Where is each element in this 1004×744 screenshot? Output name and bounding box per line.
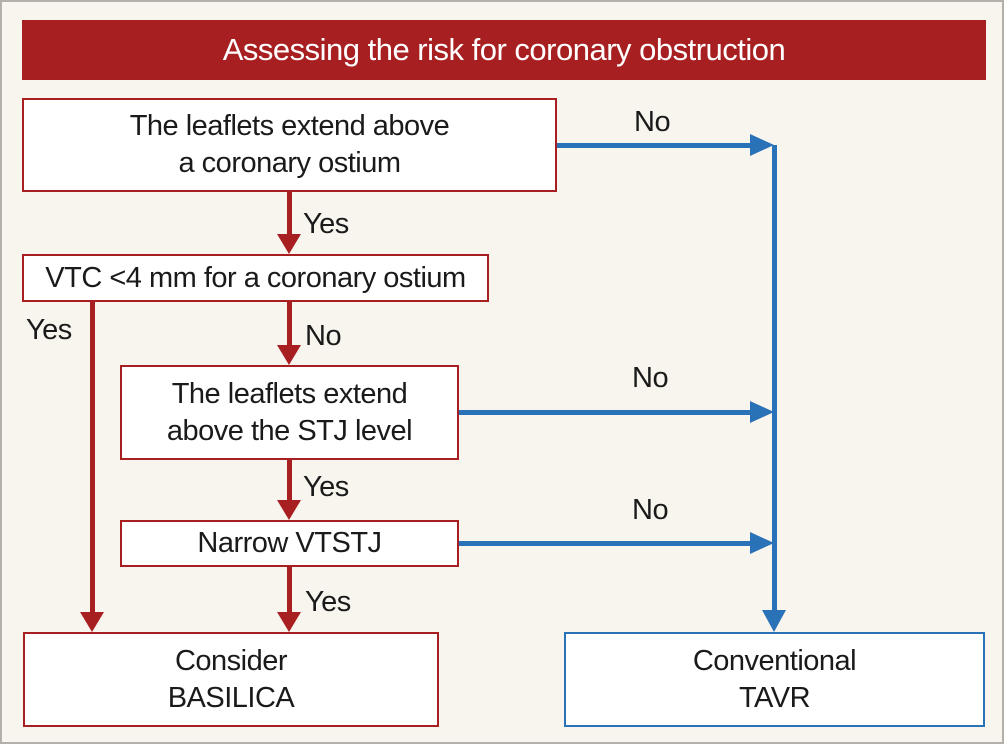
edge-q2-yes-label: Yes <box>26 314 72 346</box>
edge-q4-yes-label: Yes <box>305 586 351 618</box>
edge-q2-yes-arrowhead-down-icon <box>80 612 104 632</box>
node-leaflets-above-stj-label: The leaflets extend above the STJ level <box>166 377 413 447</box>
edge-trunk-to-tavr-arrowhead-down-icon <box>762 610 786 632</box>
edge-q2-no-label: No <box>305 320 342 352</box>
title-bar: Assessing the risk for coronary obstruct… <box>22 20 986 80</box>
edge-q1-no-label: No <box>634 106 671 138</box>
node-vtc-less-4mm-label: VTC <4 mm for a coronary ostium <box>45 261 466 294</box>
node-conventional-tavr: Conventional TAVR <box>564 632 985 727</box>
node-leaflets-above-stj: The leaflets extend above the STJ level <box>120 365 459 460</box>
edge-q1-yes-label: Yes <box>303 208 349 240</box>
edge-q1-no-arrowhead-right-icon <box>750 134 774 156</box>
page-title: Assessing the risk for coronary obstruct… <box>222 32 786 67</box>
edge-trunk-to-tavr-line <box>772 145 777 610</box>
edge-q1-yes-line <box>287 192 292 234</box>
edge-q4-yes-line <box>287 567 292 612</box>
edge-q3-no-label: No <box>632 362 669 394</box>
node-narrow-vtstj: Narrow VTSTJ <box>120 520 459 567</box>
edge-q2-yes-line <box>90 302 95 612</box>
edge-q2-no-line <box>287 302 292 345</box>
edge-q4-yes-arrowhead-down-icon <box>277 612 301 632</box>
edge-q3-no-line <box>459 410 750 415</box>
edge-q3-yes-arrowhead-down-icon <box>277 500 301 520</box>
node-consider-basilica: Consider BASILICA <box>23 632 439 727</box>
edge-q1-no-line <box>557 143 750 148</box>
edge-q1-yes-arrowhead-down-icon <box>277 234 301 254</box>
edge-q4-no-label: No <box>632 494 669 526</box>
node-leaflets-above-coronary-ostium: The leaflets extend above a coronary ost… <box>22 98 557 192</box>
node-vtc-less-4mm: VTC <4 mm for a coronary ostium <box>22 254 489 302</box>
node-narrow-vtstj-label: Narrow VTSTJ <box>197 527 382 560</box>
edge-q2-no-arrowhead-down-icon <box>277 345 301 365</box>
edge-q4-no-line <box>459 541 750 546</box>
edge-q3-no-arrowhead-right-icon <box>750 401 774 423</box>
node-consider-basilica-label: Consider BASILICA <box>167 644 295 714</box>
node-conventional-tavr-label: Conventional TAVR <box>692 644 857 714</box>
edge-q4-no-arrowhead-right-icon <box>750 532 774 554</box>
node-leaflets-above-coronary-ostium-label: The leaflets extend above a coronary ost… <box>129 110 450 179</box>
edge-q3-yes-line <box>287 460 292 500</box>
edge-q3-yes-label: Yes <box>303 471 349 503</box>
